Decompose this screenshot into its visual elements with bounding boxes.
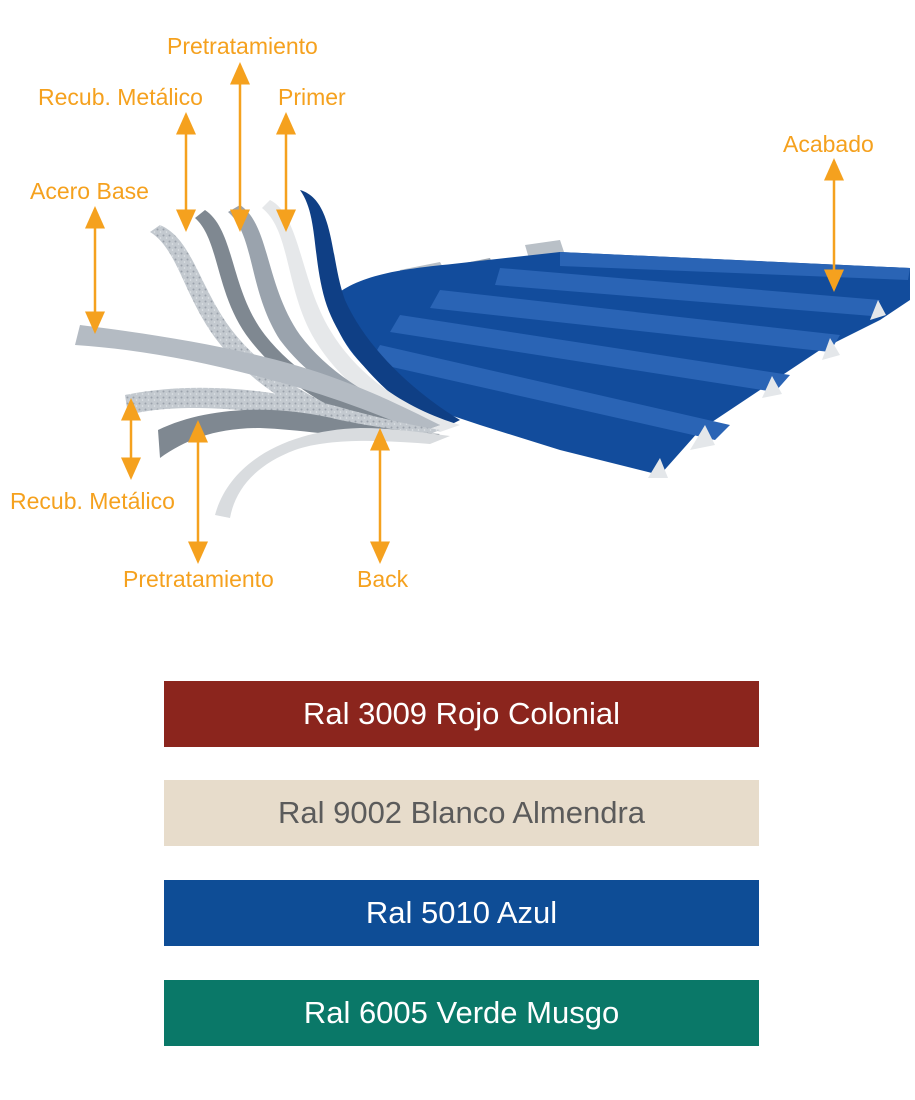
swatch-label: Ral 3009 Rojo Colonial (302, 696, 621, 731)
label-acabado: Acabado (783, 131, 874, 157)
swatch-label: Ral 5010 Azul (365, 895, 558, 930)
roof-panel-layers-illustration (75, 62, 910, 564)
blue-panel (300, 190, 910, 478)
swatch-label: Ral 9002 Blanco Almendra (277, 795, 646, 830)
color-swatch-blanco-almendra: Ral 9002 Blanco Almendra (164, 780, 759, 846)
label-pretratamiento-bottom: Pretratamiento (123, 566, 274, 592)
color-swatch-azul: Ral 5010 Azul (164, 880, 759, 946)
swatch-label: Ral 6005 Verde Musgo (303, 995, 620, 1030)
label-recub-metalico-bottom: Recub. Metálico (10, 488, 175, 514)
color-swatch-verde-musgo: Ral 6005 Verde Musgo (164, 980, 759, 1046)
color-swatch-rojo-colonial: Ral 3009 Rojo Colonial (164, 681, 759, 747)
label-acero-base: Acero Base (30, 178, 149, 204)
label-pretratamiento-top: Pretratamiento (167, 33, 318, 59)
label-back: Back (357, 566, 409, 592)
label-primer: Primer (278, 84, 346, 110)
callout-arrows (85, 62, 844, 564)
label-recub-metalico-top: Recub. Metálico (38, 84, 203, 110)
